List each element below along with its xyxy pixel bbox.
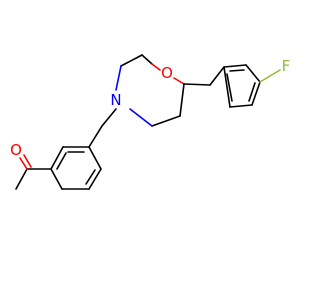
bond xyxy=(88,125,103,148)
bond xyxy=(173,77,185,85)
molecule-structure: O N F O xyxy=(10,54,291,190)
bond xyxy=(56,152,67,170)
atom-label-oxygen-carbonyl: O xyxy=(10,141,22,159)
atom-label-fluorine: F xyxy=(282,57,291,75)
fluorobenzyl-group xyxy=(183,64,281,108)
bond xyxy=(23,154,32,168)
bond xyxy=(209,66,225,86)
bond xyxy=(229,104,253,108)
bond xyxy=(88,146,102,170)
bond xyxy=(151,63,161,71)
bond xyxy=(223,64,247,68)
bond xyxy=(129,108,153,127)
atom-label-nitrogen-ring: N xyxy=(110,91,121,109)
bond xyxy=(179,83,185,117)
bond xyxy=(259,69,281,83)
bond xyxy=(85,169,96,185)
bond xyxy=(50,168,63,190)
bond xyxy=(248,82,256,102)
bond xyxy=(151,115,181,127)
bond xyxy=(183,83,211,86)
bond xyxy=(15,168,28,190)
bond xyxy=(19,157,28,170)
morpholine-ring xyxy=(115,54,185,127)
bond xyxy=(101,108,117,127)
bond xyxy=(229,69,245,72)
bond xyxy=(141,54,153,65)
bond xyxy=(50,146,64,170)
bond xyxy=(88,168,102,190)
bond xyxy=(245,64,261,83)
bond xyxy=(226,73,233,102)
bond xyxy=(251,81,261,106)
atom-label-oxygen-ring: O xyxy=(161,64,173,82)
bond xyxy=(115,65,122,91)
bond xyxy=(223,66,231,108)
bond xyxy=(120,54,143,67)
acetylbenzyl-group xyxy=(15,108,117,190)
